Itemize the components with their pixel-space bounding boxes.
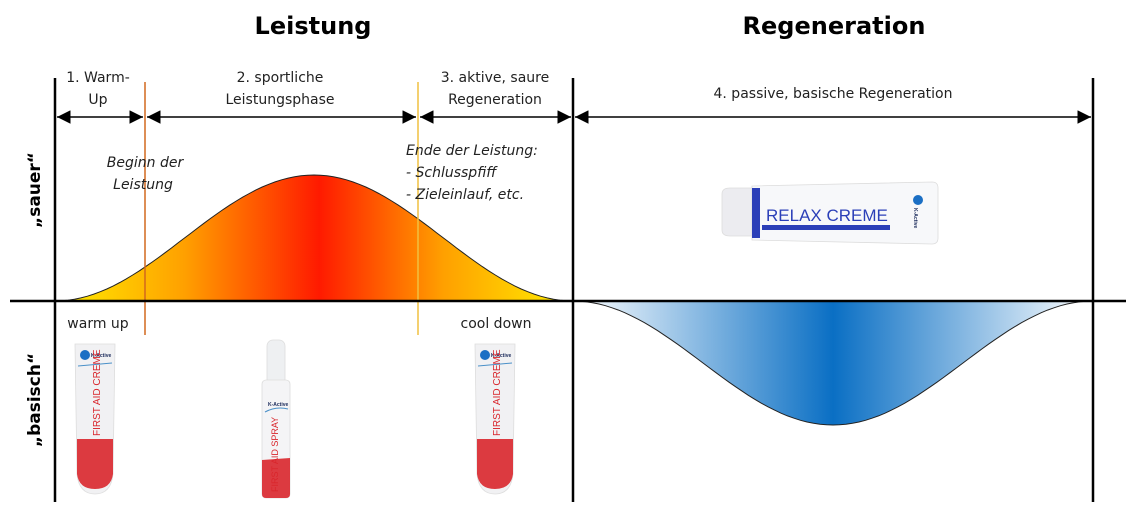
product-name: FIRST AID SPRAY (270, 417, 280, 492)
product-first-aid-spray: K-Active FIRST AID SPRAY (261, 339, 291, 499)
phase-label-active-1: 3. aktive, saure (441, 70, 549, 86)
phase-label-sport-1: 2. sportliche (237, 70, 324, 86)
k-active-logo-icon (80, 350, 90, 360)
cool-down-label: cool down (461, 316, 532, 332)
base-curve (572, 300, 1094, 426)
product-name: FIRST AID CREME (492, 349, 503, 436)
phase-label-passive: 4. passive, basische Regeneration (714, 86, 953, 102)
regeneration-title: Regeneration (743, 12, 926, 40)
product-first-aid-creme-warmup: K-Active FIRST AID CREME (74, 343, 116, 495)
product-relax-creme: RELAX CREME K-Active (721, 181, 939, 245)
k-active-logo-icon (913, 195, 923, 205)
end-annotation-3: - Zieleinlauf, etc. (406, 187, 524, 203)
begin-annotation-1: Beginn der (107, 155, 185, 171)
k-active-logo-icon (480, 350, 490, 360)
begin-annotation-2: Leistung (113, 177, 173, 193)
leistung-title: Leistung (255, 12, 372, 40)
product-first-aid-creme-cooldown: K-Active FIRST AID CREME (474, 343, 516, 495)
acid-curve (54, 174, 574, 302)
product-name: FIRST AID CREME (92, 349, 103, 436)
product-brand: K-Active (91, 353, 112, 359)
product-brand: K-Active (491, 353, 512, 359)
phase-label-active-2: Regeneration (448, 92, 542, 108)
end-annotation-2: - Schlusspfiff (406, 165, 498, 181)
warm-up-label: warm up (67, 316, 129, 332)
basic-axis-label: „basisch“ (25, 353, 45, 447)
phase-label-sport-2: Leistungsphase (225, 92, 334, 108)
product-brand: K-Active (268, 402, 289, 408)
end-annotation-1: Ende der Leistung: (406, 143, 538, 159)
phase-label-warmup-1: 1. Warm- (66, 70, 130, 86)
product-brand: K-Active (912, 208, 918, 229)
acid-axis-label: „sauer“ (25, 152, 45, 228)
product-name: RELAX CREME (766, 206, 888, 225)
phase-label-warmup-2: Up (88, 92, 107, 108)
